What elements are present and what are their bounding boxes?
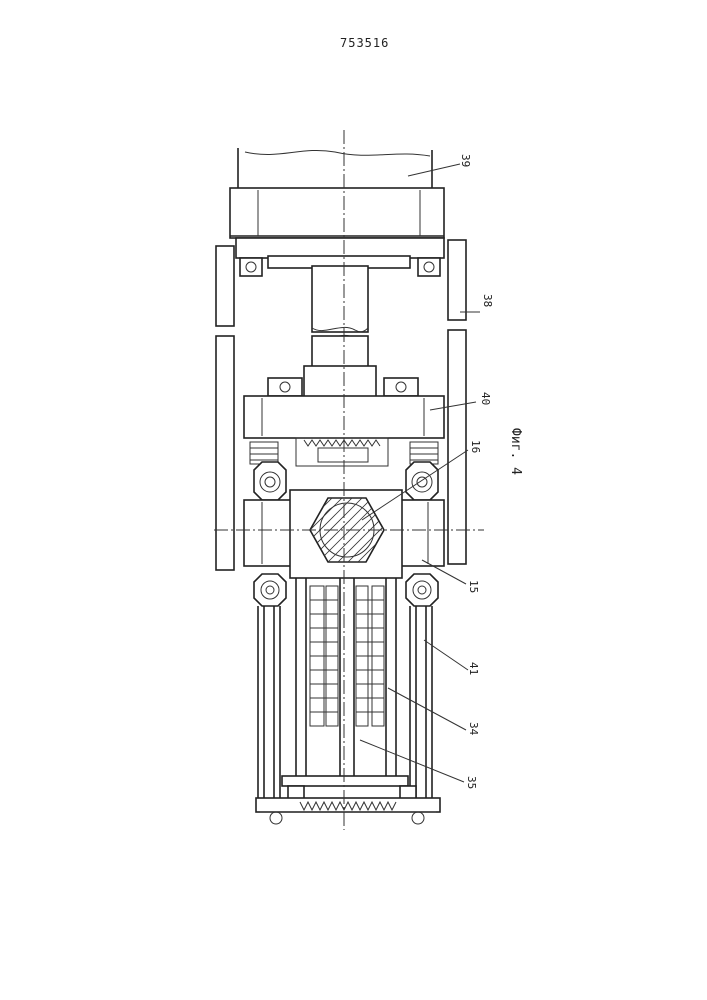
- label-15: 15: [467, 580, 480, 593]
- label-38: 38: [481, 294, 494, 307]
- label-16: 16: [469, 440, 482, 453]
- upper-spring: [296, 438, 388, 466]
- bottom-frame: [256, 776, 440, 824]
- top-member-39: [230, 148, 444, 238]
- label-34: 34: [467, 722, 480, 736]
- label-40: 40: [479, 392, 492, 405]
- guide-rods-41: [258, 606, 432, 800]
- central-shaft: [304, 266, 376, 398]
- figure-caption: Фиг. 4: [508, 428, 523, 475]
- label-35: 35: [465, 776, 478, 789]
- label-39: 39: [459, 154, 472, 167]
- label-41: 41: [467, 662, 480, 675]
